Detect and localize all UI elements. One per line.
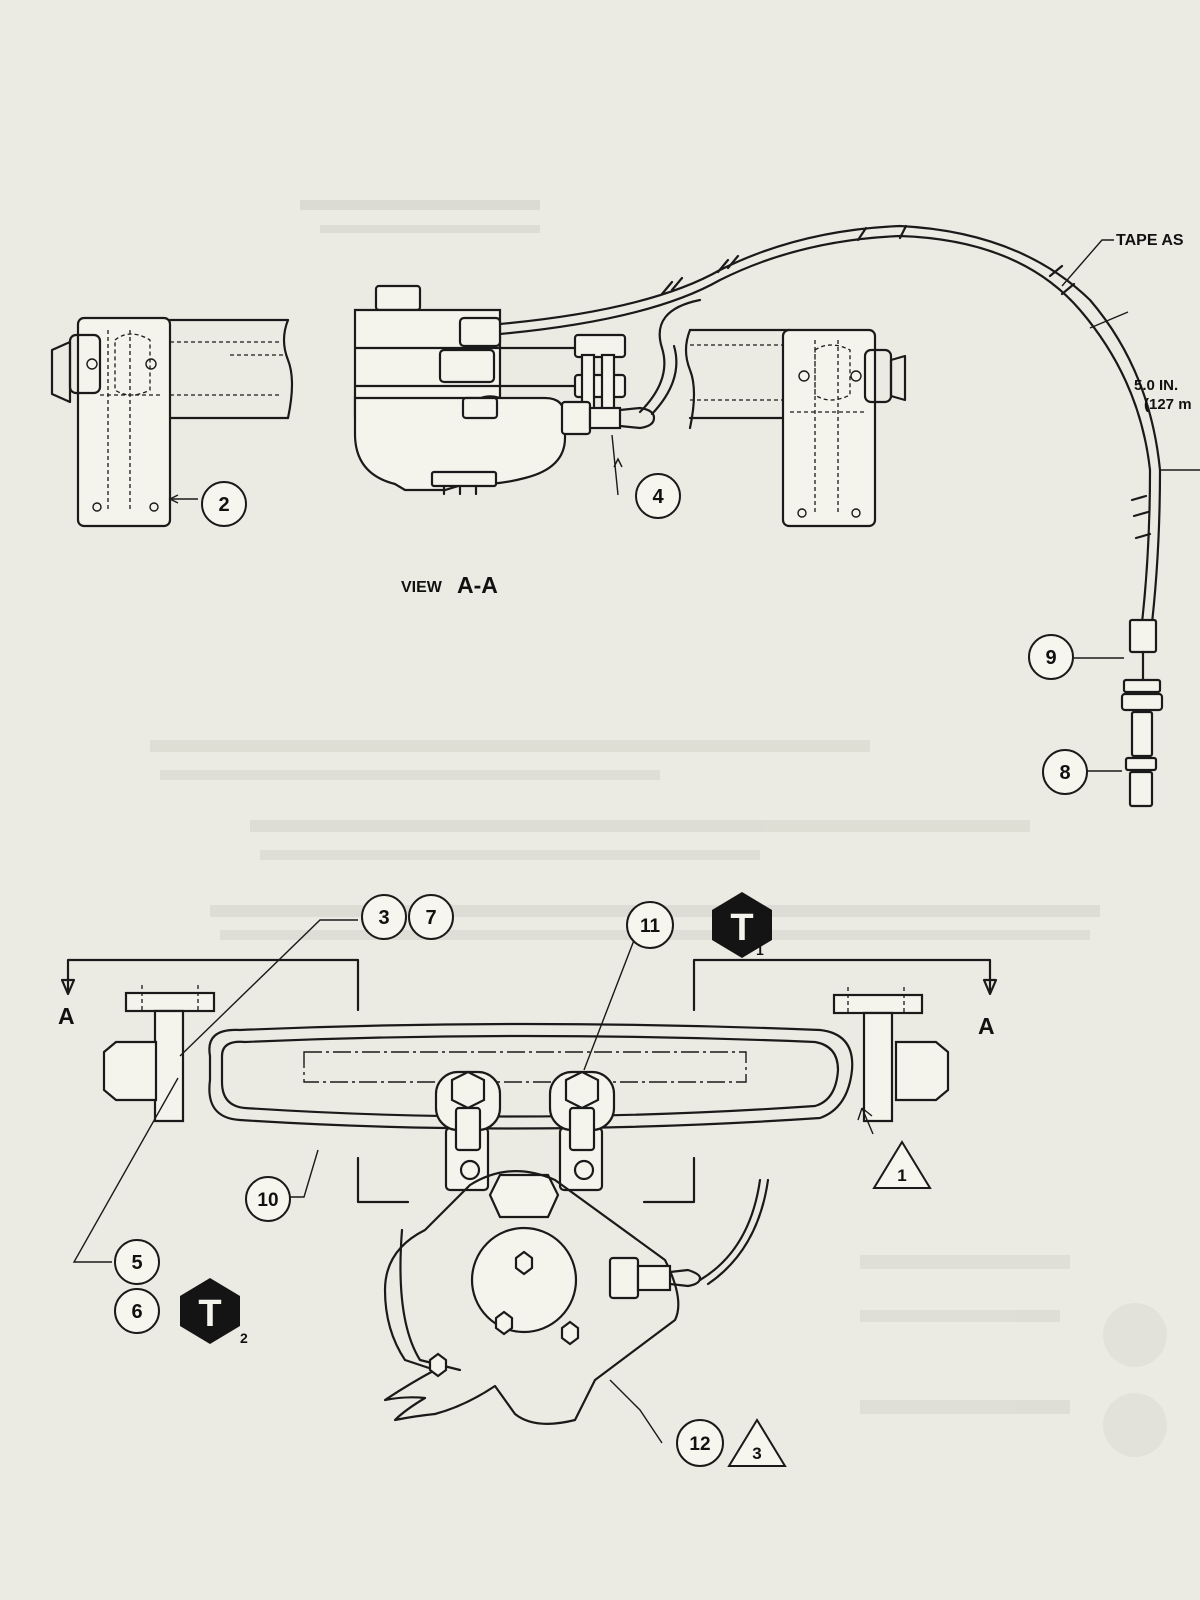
section-line-right: [692, 958, 992, 1012]
callout-7: 7: [408, 894, 454, 940]
callout-8-label: 8: [1059, 762, 1070, 784]
tape-label: TAPE AS: [1116, 232, 1184, 249]
tape-leader: [1061, 239, 1114, 287]
torque-marker-t1: T 1: [712, 892, 772, 958]
callout-2: 2: [201, 481, 247, 527]
callout-12-label: 12: [689, 1434, 710, 1455]
view-label-suffix: A-A: [457, 572, 498, 598]
callout-9-label: 9: [1045, 647, 1056, 669]
right-bracket: [684, 328, 907, 528]
callout-2-label: 2: [218, 494, 229, 516]
torque-t2-subscript: 2: [240, 1330, 248, 1346]
note-triangle-3: 3: [727, 1418, 787, 1467]
torque-t2-letter: T: [198, 1293, 221, 1335]
callout-5-label: 5: [131, 1252, 142, 1274]
callout-10-label: 10: [257, 1190, 278, 1211]
callout-5: 5: [114, 1239, 160, 1285]
view-label-prefix: VIEW: [401, 579, 443, 596]
callout-11-label: 11: [640, 916, 661, 937]
dimension-metric: (127 m: [1144, 396, 1192, 413]
callout-3-label: 3: [378, 907, 389, 929]
callout-8: 8: [1042, 749, 1088, 795]
dimension-label: 5.0 IN.: [1134, 377, 1178, 394]
note-3-label: 3: [752, 1444, 761, 1463]
note-1-label: 1: [897, 1166, 906, 1185]
callout-7-label: 7: [425, 907, 436, 929]
callout-4-label: 4: [652, 486, 664, 508]
callout-11: 11: [626, 901, 674, 949]
curved-beam: [208, 1022, 854, 1130]
left-bracket: [50, 316, 294, 528]
right-t-bracket: [832, 987, 950, 1123]
tape-wraps: [660, 224, 1152, 540]
clamp-assembly: [383, 1170, 770, 1425]
connector-assembly: [1120, 618, 1164, 808]
center-actuator: [353, 284, 656, 496]
callout-12: 12: [676, 1419, 724, 1467]
torque-marker-t2: T 2: [180, 1278, 248, 1346]
callout-6: 6: [114, 1288, 160, 1334]
torque-t1-letter: T: [730, 907, 753, 949]
main-assembly-drawing: [60, 434, 1124, 1444]
left-t-bracket: [102, 985, 216, 1123]
view-label: VIEW A-A: [401, 572, 498, 598]
mounting-blocks: [434, 1070, 616, 1192]
section-marker-left: A: [58, 1003, 75, 1029]
note-triangle-1: 1: [872, 1140, 932, 1189]
section-line-left: [66, 958, 360, 1012]
torque-t1-subscript: 1: [756, 942, 764, 958]
callout-6-label: 6: [131, 1301, 142, 1323]
section-marker-right: A: [978, 1013, 995, 1039]
callout-4: 4: [635, 473, 681, 519]
view-a-a-drawing: [50, 224, 1200, 808]
callout-9: 9: [1028, 634, 1074, 680]
callout-10: 10: [245, 1176, 291, 1222]
callout-3: 3: [361, 894, 407, 940]
sensor-cable: [498, 234, 1152, 642]
